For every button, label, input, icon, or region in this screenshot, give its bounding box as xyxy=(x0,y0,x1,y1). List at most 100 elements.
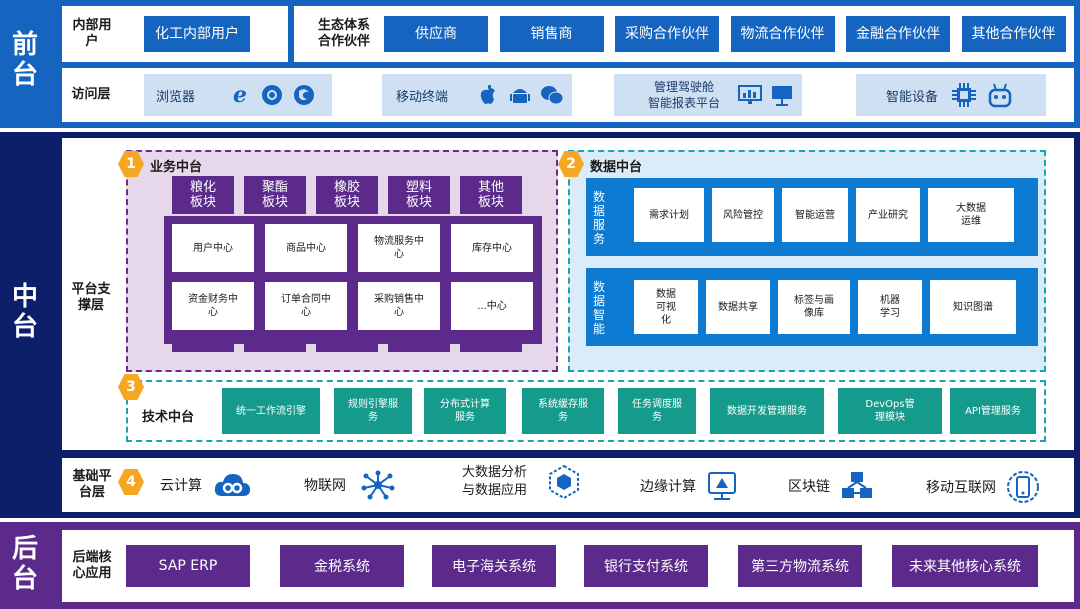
access-dashboard-label: 管理驾驶舱 智能报表平台 xyxy=(647,80,720,110)
chip-icon[interactable] xyxy=(946,82,982,108)
business-center-label: 订单合同中心 xyxy=(281,294,331,318)
business-center-card[interactable]: 库存中心 xyxy=(451,224,533,272)
infra-bigdata[interactable]: 大数据分析与数据应用 xyxy=(462,464,582,500)
middle-band-label: 中台 xyxy=(12,282,39,342)
tech-service-card[interactable]: 任务调度服务 xyxy=(618,388,696,434)
business-center-card[interactable]: 物流服务中心 xyxy=(358,224,440,272)
tech-service-label: DevOps管理模块 xyxy=(865,399,915,423)
access-smart-devices-label: 智能设备 xyxy=(886,89,939,105)
business-sector-tab-label: 粮化板块 xyxy=(189,180,216,210)
data-service-card[interactable]: 大数据运维 xyxy=(928,188,1014,242)
chrome-icon[interactable] xyxy=(256,84,288,106)
ecosystem-item[interactable]: 金融合作伙伴 xyxy=(846,16,950,52)
business-sector-tab[interactable]: 其他板块 xyxy=(460,176,522,214)
blockchain-icon xyxy=(840,470,874,502)
data-service-label-text: 风险管控 xyxy=(723,209,763,221)
wechat-icon[interactable] xyxy=(536,84,568,106)
backend-system-button[interactable]: 金税系统 xyxy=(280,545,404,587)
ecosystem-item[interactable]: 销售商 xyxy=(499,16,604,52)
data-service-label-text: 大数据运维 xyxy=(956,203,986,227)
business-center-card[interactable]: 商品中心 xyxy=(265,224,347,272)
backend-system-button[interactable]: 未来其他核心系统 xyxy=(892,545,1038,587)
access-dashboard: 管理驾驶舱 智能报表平台 xyxy=(614,74,802,116)
ecosystem-item[interactable]: 其他合作伙伴 xyxy=(961,16,1066,52)
infra-edge-label: 边缘计算 xyxy=(640,479,696,495)
infra-blockchain[interactable]: 区块链 xyxy=(788,470,874,502)
infra-label: 基础平台层 xyxy=(72,469,112,500)
data-service-card[interactable]: 智能运营 xyxy=(782,188,848,242)
business-center-card[interactable]: 采购销售中心 xyxy=(358,282,440,330)
business-center-card[interactable]: 资金财务中心 xyxy=(172,282,254,330)
ecosystem-item[interactable]: 供应商 xyxy=(384,16,488,52)
access-browser: 浏览器 e xyxy=(144,74,332,116)
business-sector-foot xyxy=(244,344,306,352)
infra-iot-label: 物联网 xyxy=(304,478,346,494)
data-intel-card[interactable]: 数据共享 xyxy=(706,280,770,334)
access-smart-devices: 智能设备 xyxy=(856,74,1046,116)
data-intel-label-text: 机器学习 xyxy=(880,295,900,319)
backend-system-button[interactable]: 银行支付系统 xyxy=(584,545,708,587)
platform-support-label: 平台支撑层 xyxy=(71,282,111,313)
data-intel-card[interactable]: 标签与画像库 xyxy=(778,280,850,334)
backend-system-button[interactable]: 电子海关系统 xyxy=(432,545,556,587)
business-center-label: 商品中心 xyxy=(286,242,326,254)
tech-service-card[interactable]: 规则引擎服务 xyxy=(334,388,412,434)
data-intel-card[interactable]: 数据可视化 xyxy=(634,280,698,334)
business-sector-tab[interactable]: 橡胶板块 xyxy=(316,176,378,214)
data-service-label-text: 需求计划 xyxy=(649,209,689,221)
business-sector-foot xyxy=(388,344,450,352)
board-icon[interactable] xyxy=(766,84,798,106)
network-icon xyxy=(358,470,398,500)
ie-icon[interactable]: e xyxy=(233,82,247,108)
tech-service-card[interactable]: API管理服务 xyxy=(950,388,1036,434)
data-intel-card[interactable]: 机器学习 xyxy=(858,280,922,334)
backend-system-button[interactable]: SAP ERP xyxy=(126,545,250,587)
business-center-label: 资金财务中心 xyxy=(188,294,238,318)
data-service-card[interactable]: 风险管控 xyxy=(712,188,774,242)
tech-service-card[interactable]: 分布式计算服务 xyxy=(424,388,506,434)
infra-edge[interactable]: 边缘计算 xyxy=(640,470,738,502)
infra-num-badge: 4 xyxy=(118,469,144,495)
back-band-label: 后台 xyxy=(12,534,39,594)
business-center-label: ...中心 xyxy=(477,300,507,312)
data-intel-card[interactable]: 知识图谱 xyxy=(930,280,1016,334)
infra-mobile-internet[interactable]: 移动互联网 xyxy=(926,470,1040,504)
business-center-card[interactable]: 订单合同中心 xyxy=(265,282,347,330)
data-intel-label-text: 数据共享 xyxy=(718,301,758,313)
mobile-icon xyxy=(1006,470,1040,504)
data-service-label-text: 产业研究 xyxy=(868,209,908,221)
infra-cloud[interactable]: 云计算 xyxy=(160,470,252,500)
ecosystem-item[interactable]: 采购合作伙伴 xyxy=(615,16,719,52)
internal-users-label: 内部用户 xyxy=(72,18,112,49)
robot-icon[interactable] xyxy=(982,82,1018,108)
cloud-icon xyxy=(212,470,252,500)
tech-service-card[interactable]: 系统缓存服务 xyxy=(522,388,604,434)
business-sector-foot xyxy=(172,344,234,352)
edge-icon xyxy=(706,470,738,502)
android-icon[interactable] xyxy=(504,84,536,106)
monitor-chart-icon[interactable] xyxy=(734,84,766,106)
tech-service-label: 规则引擎服务 xyxy=(348,399,398,423)
data-service-card[interactable]: 需求计划 xyxy=(634,188,704,242)
tech-service-card[interactable]: 数据开发管理服务 xyxy=(710,388,824,434)
tech-service-card[interactable]: 统一工作流引擎 xyxy=(222,388,320,434)
apple-icon[interactable] xyxy=(472,84,504,106)
data-intel-label: 数据智能 xyxy=(592,280,605,336)
tech-service-card[interactable]: DevOps管理模块 xyxy=(838,388,942,434)
business-sector-tab[interactable]: 聚酯板块 xyxy=(244,176,306,214)
ecosystem-item[interactable]: 物流合作伙伴 xyxy=(730,16,835,52)
bigdata-icon xyxy=(546,464,582,500)
backend-system-button[interactable]: 第三方物流系统 xyxy=(738,545,862,587)
infra-iot[interactable]: 物联网 xyxy=(304,470,398,500)
firefox-icon[interactable] xyxy=(288,84,320,106)
business-center-card[interactable]: 用户中心 xyxy=(172,224,254,272)
internal-user-item[interactable]: 化工内部用户 xyxy=(144,16,250,52)
business-center-label: 物流服务中心 xyxy=(374,236,424,260)
business-center-label: 用户中心 xyxy=(193,242,233,254)
access-browser-label: 浏览器 xyxy=(156,89,196,105)
data-service-card[interactable]: 产业研究 xyxy=(856,188,920,242)
business-sector-tab[interactable]: 粮化板块 xyxy=(172,176,234,214)
data-service-label-text: 智能运营 xyxy=(795,209,835,221)
business-sector-tab[interactable]: 塑料板块 xyxy=(388,176,450,214)
business-center-card[interactable]: ...中心 xyxy=(451,282,533,330)
